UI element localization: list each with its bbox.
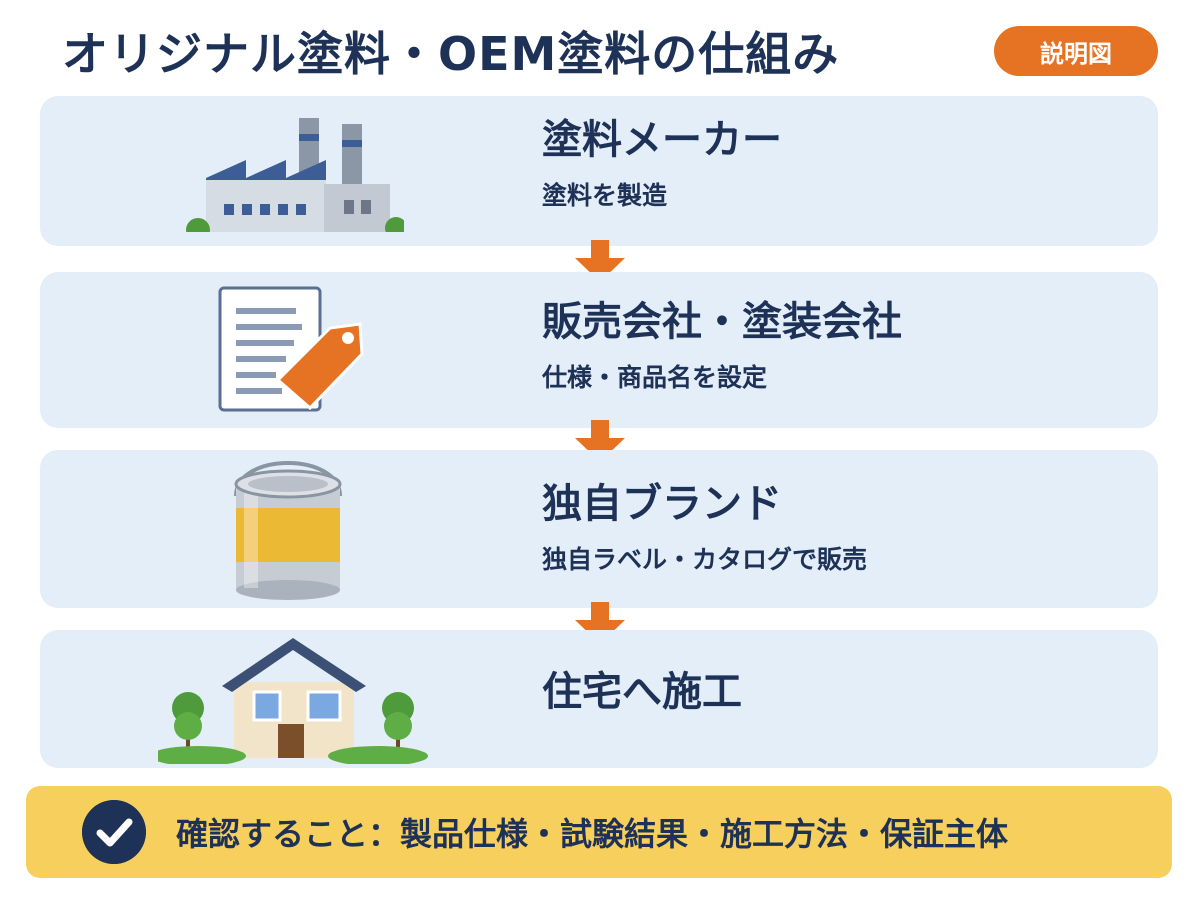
step-card-seller: 販売会社・塗装会社 仕様・商品名を設定 [40,272,1158,428]
checklist-text: 確認すること：製品仕様・試験結果・施工方法・保証主体 [176,815,1009,853]
step-subtitle: 独自ラベル・カタログで販売 [542,545,868,574]
step-title: 販売会社・塗装会社 [542,299,902,345]
house-icon [158,638,428,764]
step-card-manufacturer: 塗料メーカー 塗料を製造 [40,96,1158,246]
step-card-brand: 独自ブランド 独自ラベル・カタログで販売 [40,450,1158,608]
diagram-badge: 説明図 [994,26,1158,76]
checkmark-icon [82,800,146,864]
paint-can-icon [234,461,342,600]
step-title: 独自ブランド [542,481,782,527]
step-subtitle: 塗料を製造 [542,181,668,210]
arrow-down-icon [575,240,625,282]
step-subtitle: 仕様・商品名を設定 [542,363,768,392]
checklist-banner: 確認すること：製品仕様・試験結果・施工方法・保証主体 [26,786,1172,878]
page-title: オリジナル塗料・OEM塗料の仕組み [62,27,840,81]
document-tag-icon [218,286,364,412]
step-title: 住宅へ施工 [542,669,742,715]
step-title: 塗料メーカー [542,117,782,163]
step-card-construction: 住宅へ施工 [40,630,1158,768]
factory-icon [184,118,404,238]
